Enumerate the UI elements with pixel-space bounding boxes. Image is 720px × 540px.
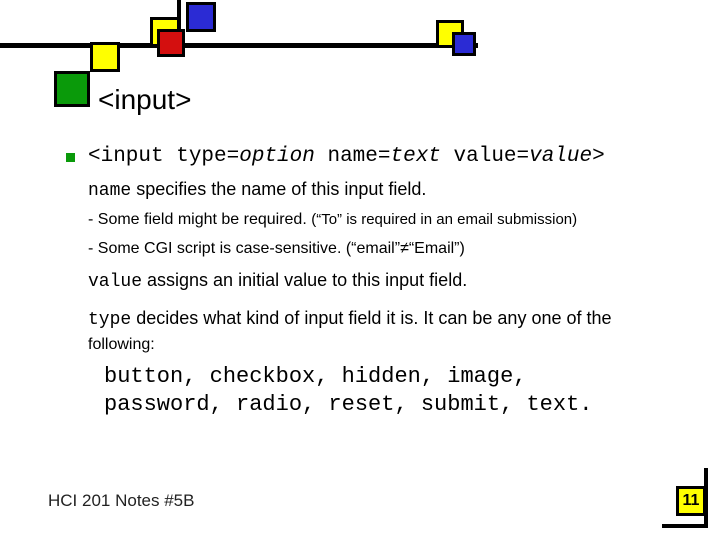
input-syntax-line: <input type=option name=text value=value… [88,144,605,170]
name-keyword: name [88,181,132,201]
type-following-line: following: [88,336,155,353]
type-description-line: type decides what kind of input field it… [88,306,612,332]
type-keyword: type [88,310,132,330]
syntax-tag-close: > [592,145,605,168]
name-description: specifies the name of this input field. [131,179,427,199]
decor-square-green [54,71,90,107]
type-description: decides what kind of input field it is. … [131,308,612,328]
syntax-name-value: text [390,145,441,168]
syntax-type-value: option [239,145,315,168]
value-description: assigns an initial value to this input f… [142,270,468,290]
required-text: - Some field might be required. [88,211,312,228]
value-description-line: value assigns an initial value to this i… [88,268,467,294]
value-keyword: value [88,272,143,292]
header-rule [0,43,478,48]
required-note: (“To” is required in an email submission… [311,211,578,228]
required-line: - Some field might be required. (“To” is… [88,209,577,231]
decor-square-yellow-right [436,20,464,48]
page-number: 11 [676,486,706,516]
syntax-name-attr: name= [314,145,391,168]
types-list-line-2: password, radio, reset, submit, text. [104,392,593,417]
footer-corner-vertical [704,468,708,528]
decor-square-blue-right [452,32,476,56]
syntax-tag-open: <input type= [88,145,240,168]
decor-square-red-mid [157,29,185,57]
syntax-value-attr: value= [440,145,530,168]
slide-title: <input> [98,84,192,115]
case-sensitive-line: - Some CGI script is case-sensitive. (“e… [88,240,465,257]
footer-corner-horizontal [662,524,708,528]
decor-square-blue-top [186,2,216,32]
bullet-square-icon [66,153,75,162]
decor-square-yellow-left [90,42,120,72]
types-list-line-1: button, checkbox, hidden, image, [104,364,527,389]
footer-text: HCI 201 Notes #5B [48,491,195,510]
syntax-value-value: value [529,145,593,168]
name-description-line: name specifies the name of this input fi… [88,177,426,203]
